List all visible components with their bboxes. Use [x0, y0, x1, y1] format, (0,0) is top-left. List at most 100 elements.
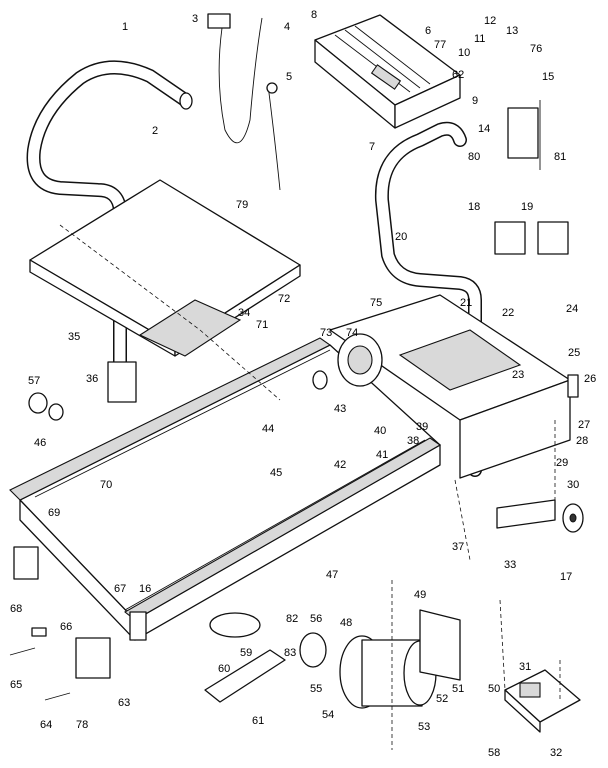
tray-board [29, 179, 301, 357]
callout-54: 54 [322, 709, 334, 721]
callout-53: 53 [418, 721, 430, 733]
callout-22: 22 [502, 307, 514, 319]
callout-44: 44 [262, 423, 274, 435]
callout-27: 27 [578, 419, 590, 431]
callout-72: 72 [278, 293, 290, 305]
callout-38: 38 [407, 435, 419, 447]
callout-13: 13 [506, 25, 518, 37]
callout-48: 48 [340, 617, 352, 629]
callout-67: 67 [114, 583, 126, 595]
callout-23: 23 [512, 369, 524, 381]
callout-73: 73 [320, 327, 332, 339]
callout-33: 33 [504, 559, 516, 571]
callout-14: 14 [478, 123, 490, 135]
callout-42: 42 [334, 459, 346, 471]
assembly-lines [59, 224, 561, 750]
callout-24: 24 [566, 303, 578, 315]
callout-40: 40 [374, 425, 386, 437]
callout-1: 1 [122, 21, 128, 33]
callout-82: 82 [286, 613, 298, 625]
callout-17: 17 [560, 571, 572, 583]
callout-37: 37 [452, 541, 464, 553]
front-roller [312, 333, 383, 390]
callout-56: 56 [310, 613, 322, 625]
callout-31: 31 [519, 661, 531, 673]
rear-roller [496, 499, 584, 533]
feet [204, 612, 286, 703]
callout-65: 65 [10, 679, 22, 691]
callout-79: 79 [236, 199, 248, 211]
transformers [494, 100, 569, 255]
callout-81: 81 [554, 151, 566, 163]
callout-35: 35 [68, 331, 80, 343]
callout-4: 4 [284, 21, 290, 33]
callout-64: 64 [40, 719, 52, 731]
callout-77: 77 [434, 39, 446, 51]
callout-60: 60 [218, 663, 230, 675]
callout-76: 76 [530, 43, 542, 55]
callout-63: 63 [118, 697, 130, 709]
callout-61: 61 [252, 715, 264, 727]
callout-5: 5 [286, 71, 292, 83]
callout-58: 58 [488, 747, 500, 759]
callout-7: 7 [369, 141, 375, 153]
callout-50: 50 [488, 683, 500, 695]
callout-45: 45 [270, 467, 282, 479]
callout-80: 80 [468, 151, 480, 163]
callout-70: 70 [100, 479, 112, 491]
callout-43: 43 [334, 403, 346, 415]
callout-68: 68 [10, 603, 22, 615]
callout-19: 19 [521, 201, 533, 213]
sensor-cable [207, 13, 281, 191]
callout-8: 8 [311, 9, 317, 21]
callout-25: 25 [568, 347, 580, 359]
callout-21: 21 [460, 297, 472, 309]
callout-46: 46 [34, 437, 46, 449]
callout-30: 30 [567, 479, 579, 491]
callout-51: 51 [452, 683, 464, 695]
control-board [504, 669, 581, 733]
callout-16: 16 [139, 583, 151, 595]
callout-39: 39 [416, 421, 428, 433]
callout-66: 66 [60, 621, 72, 633]
callout-6: 6 [425, 25, 431, 37]
callout-9: 9 [472, 95, 478, 107]
callout-59: 59 [240, 647, 252, 659]
callout-28: 28 [576, 435, 588, 447]
callout-10: 10 [458, 47, 470, 59]
frame [329, 294, 579, 479]
callout-57: 57 [28, 375, 40, 387]
callout-78: 78 [76, 719, 88, 731]
callout-12: 12 [484, 15, 496, 27]
callout-47: 47 [326, 569, 338, 581]
callout-36: 36 [86, 373, 98, 385]
callout-41: 41 [376, 449, 388, 461]
callout-71: 71 [256, 319, 268, 331]
callout-29: 29 [556, 457, 568, 469]
callout-74: 74 [346, 327, 358, 339]
console [314, 14, 461, 129]
callout-15: 15 [542, 71, 554, 83]
callout-3: 3 [192, 13, 198, 25]
right-upright [374, 121, 482, 477]
callout-2: 2 [152, 125, 158, 137]
callout-69: 69 [48, 507, 60, 519]
callout-18: 18 [468, 201, 480, 213]
callout-52: 52 [436, 693, 448, 705]
callout-49: 49 [414, 589, 426, 601]
callout-26: 26 [584, 373, 596, 385]
callout-55: 55 [310, 683, 322, 695]
callout-34: 34 [238, 307, 250, 319]
callout-labels: 1 2 3 4 5 6 7 8 9 10 11 12 13 14 15 16 1… [10, 9, 596, 759]
callout-32: 32 [550, 747, 562, 759]
deck [9, 337, 442, 641]
callout-75: 75 [370, 297, 382, 309]
callout-83: 83 [284, 647, 296, 659]
side-caps [28, 392, 64, 421]
handrail [26, 60, 193, 403]
callout-20: 20 [395, 231, 407, 243]
callout-62: 62 [452, 69, 464, 81]
end-caps [9, 627, 111, 701]
callout-11: 11 [474, 33, 485, 45]
